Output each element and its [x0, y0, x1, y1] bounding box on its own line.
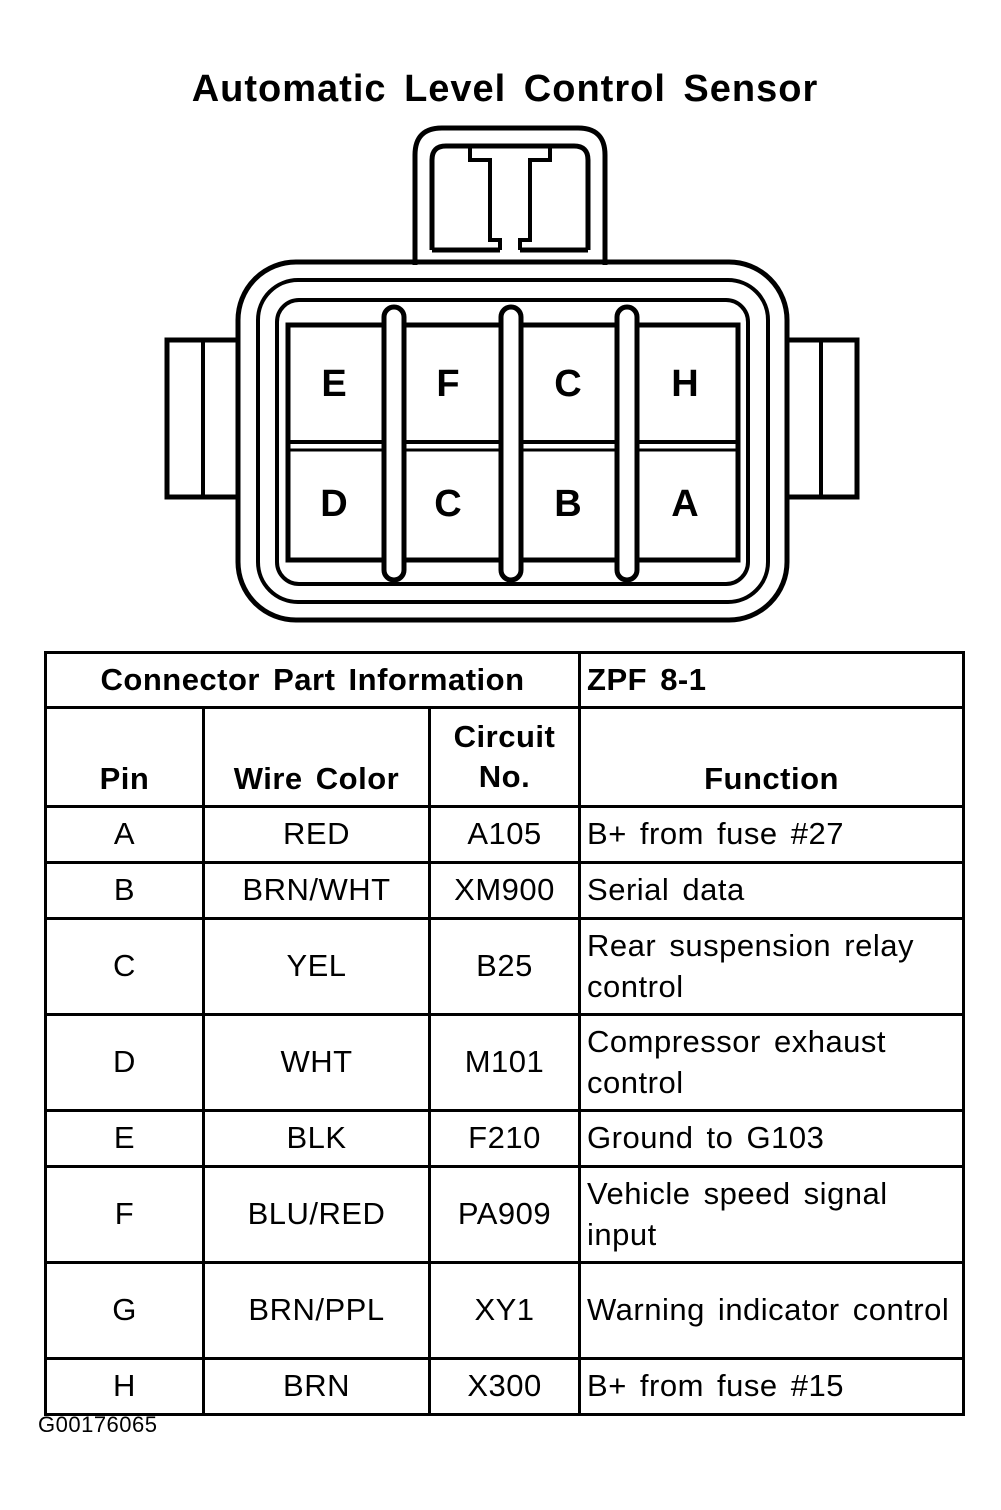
circuit-cell: M101	[427, 1013, 582, 1112]
function-cell: Warning indicator control	[578, 1261, 966, 1360]
circuit-cell: F210	[427, 1109, 582, 1168]
figure-code: G00176065	[38, 1412, 158, 1437]
circuit-cell: XM900	[427, 861, 582, 920]
pin-cell: F	[44, 1165, 205, 1264]
wire-color-cell: BLU/RED	[202, 1165, 431, 1264]
function-cell: B+ from fuse #15	[578, 1357, 966, 1416]
connector-part-info-header: Connector Part Information	[43, 651, 582, 709]
diagram-title: Automatic Level Control Sensor	[191, 68, 819, 110]
function-cell: Serial data	[578, 861, 966, 920]
function-cell: Rear suspension relay control	[578, 917, 966, 1016]
circuit-column-header: Circuit No.	[427, 706, 582, 808]
pin-cell: H	[44, 1357, 205, 1416]
part-number-header: ZPF 8-1	[578, 651, 966, 709]
pin-cavity-label: E	[321, 363, 346, 405]
connector-info-table: Connector Part Information ZPF 8-1 Pin W…	[43, 651, 966, 1416]
function-cell: Compressor exhaust control	[578, 1013, 966, 1112]
pin-cavity-label: B	[554, 483, 581, 525]
pin-cavity-label: A	[671, 483, 698, 525]
wire-color-cell: BLK	[202, 1109, 431, 1168]
circuit-header-line2: No.	[478, 759, 531, 794]
circuit-cell: X300	[427, 1357, 582, 1416]
pin-cavity-label: C	[434, 483, 461, 525]
wire-color-column-header: Wire Color	[202, 706, 431, 808]
pin-cell: C	[44, 917, 205, 1016]
wire-color-cell: WHT	[202, 1013, 431, 1112]
circuit-header-line1: Circuit	[453, 718, 556, 754]
wire-color-cell: BRN	[202, 1357, 431, 1416]
circuit-cell: A105	[427, 805, 582, 864]
pin-cavity-label: C	[554, 363, 581, 405]
function-cell: Vehicle speed signal input	[578, 1165, 966, 1264]
pin-cavity-label: D	[320, 483, 347, 525]
function-column-header: Function	[578, 706, 966, 808]
pin-cavity-label: H	[671, 363, 698, 405]
function-cell: Ground to G103	[578, 1109, 966, 1168]
function-cell: B+ from fuse #27	[578, 805, 966, 864]
table-header-row: Connector Part Information ZPF 8-1	[43, 651, 966, 709]
pin-cell: A	[44, 805, 205, 864]
circuit-cell: PA909	[427, 1165, 582, 1264]
pin-cavity-label: F	[436, 363, 459, 405]
pin-cell: E	[44, 1109, 205, 1168]
pin-cell: D	[44, 1013, 205, 1112]
pin-column-header: Pin	[44, 706, 205, 808]
wire-color-cell: YEL	[202, 917, 431, 1016]
connector-diagram: E F C H D C B A	[164, 125, 860, 623]
column-header-row: Pin Wire Color Circuit No. Function	[44, 706, 966, 808]
wire-color-cell: BRN/WHT	[202, 861, 431, 920]
circuit-cell: B25	[427, 917, 582, 1016]
circuit-cell: XY1	[427, 1261, 582, 1360]
wire-color-cell: BRN/PPL	[202, 1261, 431, 1360]
pin-cell: G	[44, 1261, 205, 1360]
wire-color-cell: RED	[202, 805, 431, 864]
pin-cell: B	[44, 861, 205, 920]
